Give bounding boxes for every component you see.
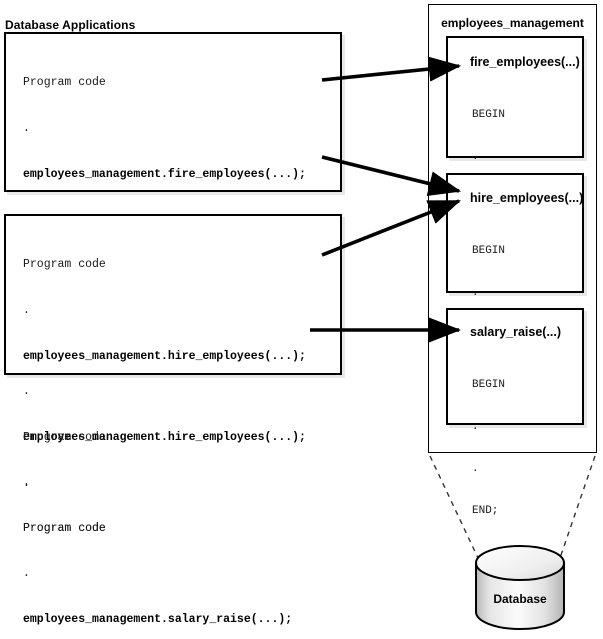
application-box-2: Program code . employees_management.hire…	[4, 214, 342, 626]
procedure-box-salary-raise: salary_raise(...) BEGIN . . END;	[446, 308, 584, 517]
applications-section-label: Database Applications	[5, 18, 136, 32]
code-line: Program code	[23, 76, 106, 90]
code-line: .	[23, 567, 30, 581]
procedure-body-line: .	[472, 151, 479, 163]
code-line: .	[23, 385, 30, 399]
code-line: Program code	[23, 522, 106, 536]
code-line-call-fire-employees: employees_management.fire_employees(...)…	[23, 167, 306, 181]
procedure-name-fire-employees: fire_employees(...)	[470, 55, 580, 69]
procedure-body-line: END;	[472, 505, 499, 517]
procedure-body-salary-raise: BEGIN . . END;	[472, 350, 582, 546]
code-line-call-salary-raise: employees_management.salary_raise(...);	[23, 613, 293, 627]
procedure-name-salary-raise: salary_raise(...)	[470, 325, 562, 339]
application-box-1: Program code . employees_management.fire…	[4, 32, 342, 535]
code-line: Program code	[23, 258, 106, 272]
procedure-box-hire-employees: hire_employees(...) BEGIN . . END;	[446, 173, 584, 383]
code-line: Program code	[23, 521, 106, 535]
procedure-body-line: .	[472, 421, 479, 433]
package-title: employees_management	[441, 16, 584, 30]
procedure-body-line: BEGIN	[472, 379, 506, 391]
code-line-spacer	[23, 394, 340, 399]
procedure-box-fire-employees: fire_employees(...) BEGIN . . END;	[446, 36, 584, 247]
database-cylinder	[475, 545, 565, 630]
code-line: .	[23, 122, 30, 136]
application-code-2: Program code . employees_management.hire…	[6, 216, 340, 639]
procedure-name-hire-employees: hire_employees(...)	[470, 191, 584, 205]
procedure-body-line: BEGIN	[472, 109, 506, 121]
code-line-call-hire-employees: employees_management.hire_employees(...)…	[23, 349, 306, 363]
code-line: .	[23, 476, 30, 490]
procedure-body-line: .	[472, 463, 479, 475]
procedure-body-line: BEGIN	[472, 245, 506, 257]
code-line-call-hire-employees: employees_management.hire_employees(...)…	[23, 431, 306, 445]
database-label: Database	[493, 592, 547, 606]
code-line: .	[23, 476, 30, 490]
code-line: Program code	[23, 430, 106, 444]
dashed-connector-left	[429, 455, 479, 559]
procedure-body-line: .	[472, 287, 479, 299]
code-line: .	[23, 304, 30, 318]
